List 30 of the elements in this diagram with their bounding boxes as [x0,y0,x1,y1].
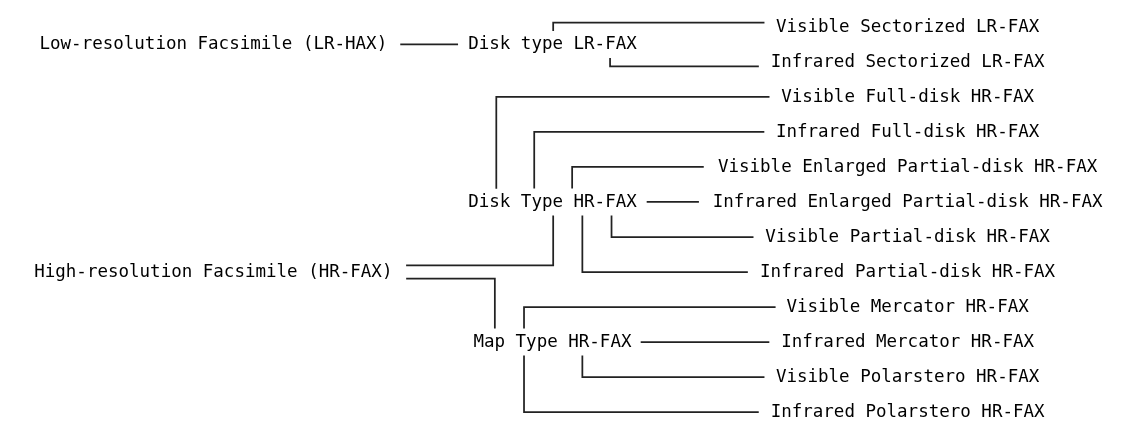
node-text: Low-resolution Facsimile (LR-HAX) [39,33,387,53]
node-text: Visible Full-disk HR-FAX [780,85,1034,106]
connector [610,214,754,238]
connector [522,306,776,330]
connector [532,131,765,190]
connector [404,277,496,330]
connector [398,43,459,46]
node-text: Visible Partial-disk HR-FAX [764,225,1050,246]
connector [494,96,770,190]
connector [522,354,760,413]
node-text: High-resolution Facsimile (HR-FAX) [33,260,392,281]
node-text: Infrared Polarstero HR-FAX [770,400,1045,421]
node-text: Map Type HR-FAX [472,330,631,351]
node-text: Visible Enlarged Partial-disk HR-FAX [717,155,1097,176]
node-text: Visible Mercator HR-FAX [785,295,1029,316]
node-text: Disk Type HR-FAX [467,190,637,211]
node-text: Infrared Full-disk HR-FAX [775,120,1039,141]
connector [639,341,770,343]
connector [581,214,749,273]
node-text: Visible Sectorized LR-FAX [775,15,1039,36]
connector [645,201,700,203]
node-text: Infrared Mercator HR-FAX [780,330,1034,351]
connector [570,166,705,190]
node-text: Infrared Partial-disk HR-FAX [759,260,1055,281]
node-text: Visible Polarstero HR-FAX [775,365,1039,386]
node-text: Infrared Sectorized LR-FAX [770,50,1045,71]
connector [404,214,554,267]
connector [581,354,765,378]
node-text: Infrared Enlarged Partial-disk HR-FAX [712,190,1103,211]
node-text: Disk type LR-FAX [467,33,637,53]
